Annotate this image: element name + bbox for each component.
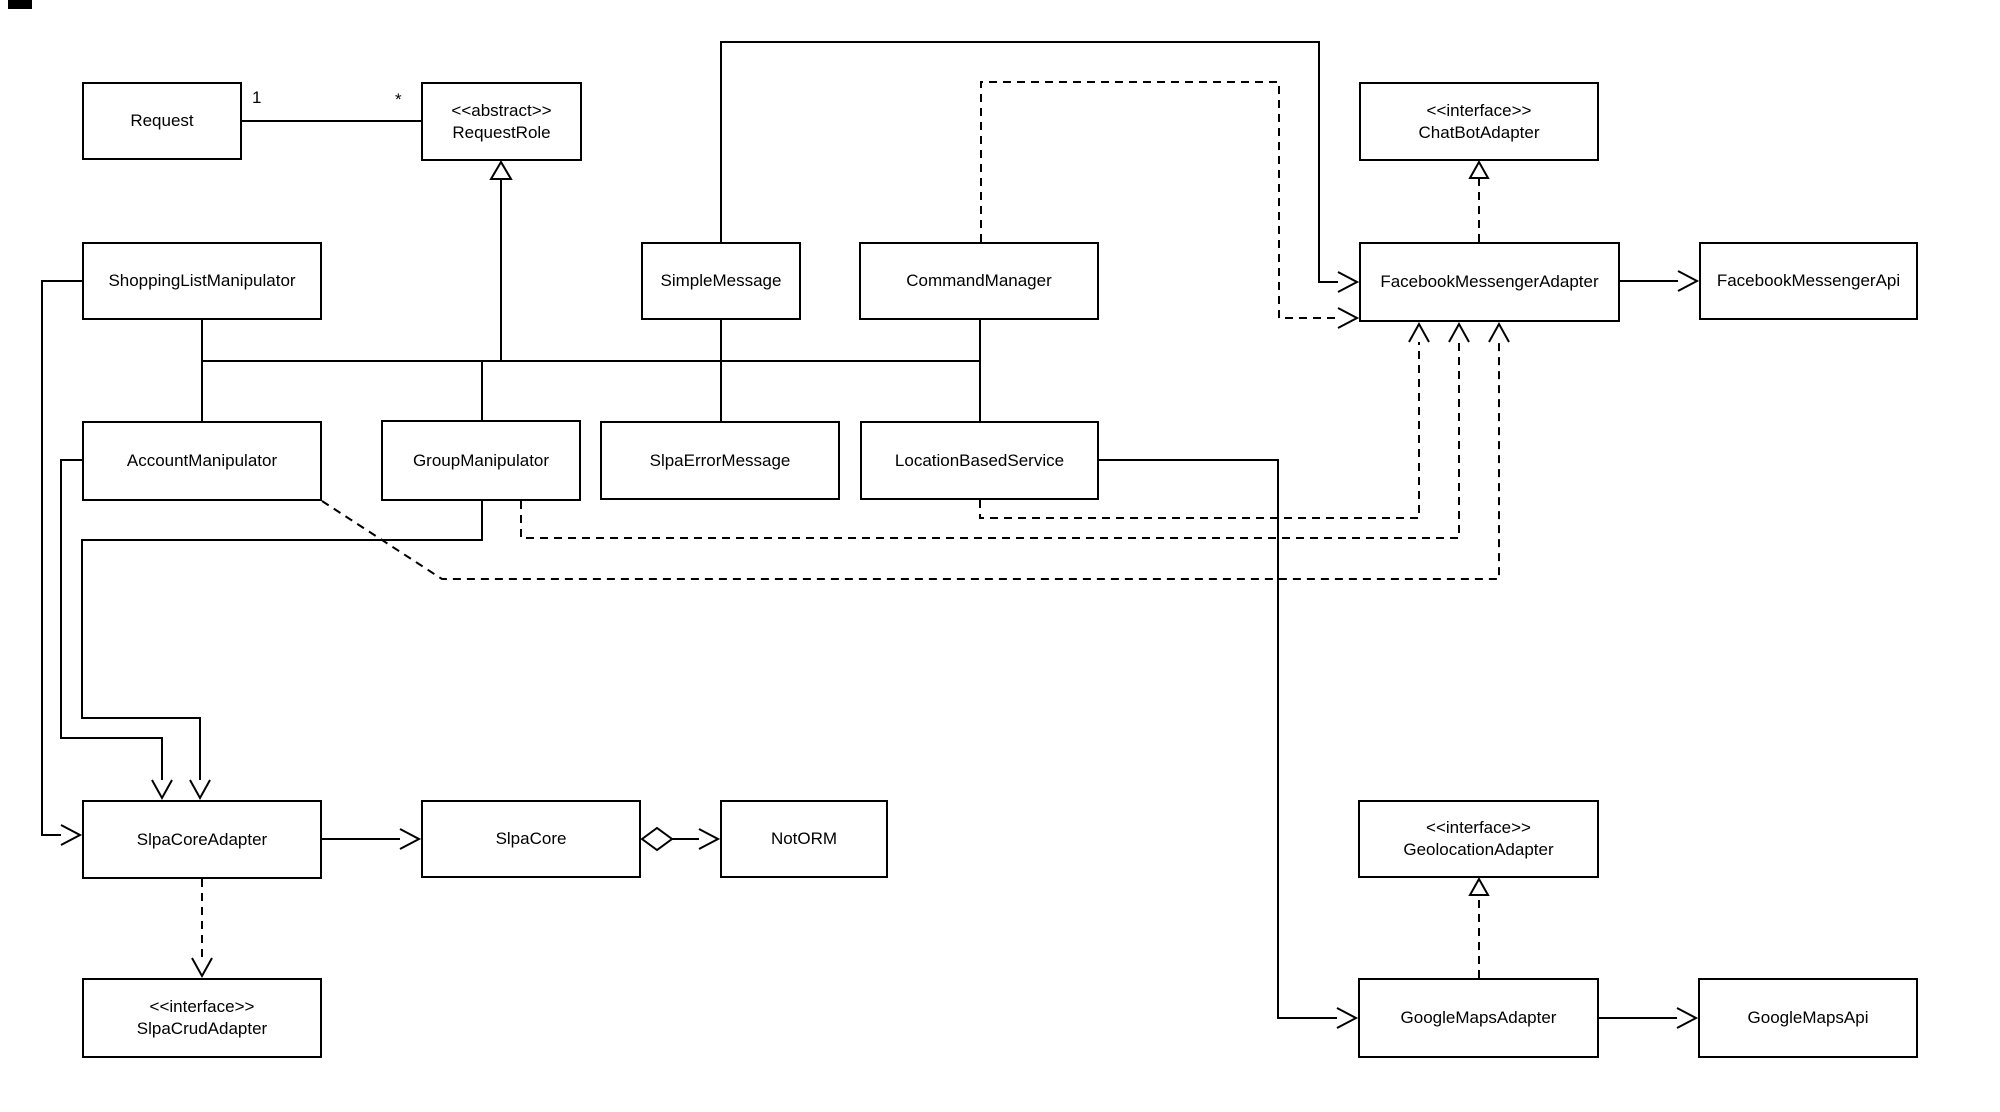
class-stereotype: <<interface>> <box>1426 818 1531 837</box>
arrowhead-icon <box>698 828 721 850</box>
multiplicity-one: 1 <box>252 88 262 107</box>
arrowhead-icon <box>151 779 173 801</box>
class-slpacore: SlpaCore <box>421 800 641 878</box>
class-googlemapsapi: GoogleMapsApi <box>1698 978 1918 1058</box>
edge-shoppinglist-slpacoreadapter <box>41 280 83 846</box>
class-facebookmessengeradapter: FacebookMessengerAdapter <box>1359 242 1620 322</box>
class-slpacrudadapter: <<interface>> SlpaCrudAdapter <box>82 978 322 1058</box>
class-stereotype: <<abstract>> <box>451 100 552 120</box>
edge-generalization-bus <box>201 160 981 421</box>
class-slpacoreadapter: SlpaCoreAdapter <box>82 800 322 879</box>
class-request: Request <box>82 82 242 160</box>
class-label: GroupManipulator <box>412 450 550 470</box>
multiplicity-many: * <box>395 90 402 109</box>
class-label: Request <box>130 111 194 130</box>
arrowhead-icon <box>60 824 83 846</box>
class-slpaerrormessage: SlpaErrorMessage <box>600 421 840 500</box>
class-label: GeolocationAdapter <box>1403 840 1554 859</box>
edge-slpacoreadapter-slpacrudadapter <box>191 879 213 979</box>
class-label: CommandManager <box>906 271 1052 290</box>
arrowhead-icon <box>1676 1007 1699 1029</box>
arrowhead-icon <box>1336 1007 1359 1029</box>
edge-googlemapsadapter-googlemapsapi <box>1599 1007 1699 1029</box>
arrowhead-icon <box>189 779 211 801</box>
arrowhead-icon <box>1408 321 1430 343</box>
arrowhead-icon <box>1337 307 1360 329</box>
class-accountmanipulator: AccountManipulator <box>82 421 322 501</box>
class-label: ShoppingListManipulator <box>108 271 296 290</box>
class-label: LocationBasedService <box>894 450 1065 470</box>
class-label: GoogleMapsApi <box>1747 1008 1869 1027</box>
edge-groupmanipulator-slpacoreadapter <box>81 501 483 801</box>
generalization-triangle-icon <box>489 160 513 180</box>
class-facebookmessengerapi: FacebookMessengerApi <box>1699 242 1918 320</box>
class-commandmanager: CommandManager <box>859 242 1099 320</box>
edge-fbadapter-fbapi <box>1620 270 1700 292</box>
edge-simplemessage-fbadapter <box>720 41 1360 293</box>
class-label: SlpaCore <box>495 829 567 848</box>
edge-locationservice-googlemapsadapter <box>1099 459 1359 1029</box>
class-label: AccountManipulator <box>126 451 278 470</box>
arrowhead-icon <box>399 828 422 850</box>
edge-commandmanager-fbadapter <box>980 81 1360 329</box>
class-label: SimpleMessage <box>660 271 782 290</box>
class-chatbotadapter: <<interface>> ChatBotAdapter <box>1359 82 1599 161</box>
class-geolocationadapter: <<interface>> GeolocationAdapter <box>1358 800 1599 878</box>
class-label: NotORM <box>770 829 838 848</box>
class-label: RequestRole <box>452 122 551 142</box>
arrowhead-icon <box>191 957 213 979</box>
realization-triangle-icon <box>1468 159 1490 179</box>
class-locationbasedservice: LocationBasedService <box>860 421 1099 500</box>
class-label: SlpaCrudAdapter <box>136 1019 268 1038</box>
class-requestrole: <<abstract>> RequestRole <box>421 82 582 161</box>
edge-slpacoreadapter-slpacore <box>322 828 422 850</box>
edge-googlemapsadapter-geolocationadapter <box>1468 876 1490 978</box>
class-groupmanipulator: GroupManipulator <box>381 420 581 501</box>
aggregation-diamond-icon <box>640 826 674 852</box>
edge-accountmanipulator-slpacoreadapter <box>60 459 173 801</box>
arrowhead-icon <box>1488 321 1510 343</box>
class-label: GoogleMapsAdapter <box>1400 1008 1557 1027</box>
class-stereotype: <<interface>> <box>1426 100 1532 120</box>
class-simplemessage: SimpleMessage <box>641 242 801 320</box>
arrowhead-icon <box>1448 321 1470 343</box>
class-stereotype: <<interface>> <box>149 997 255 1016</box>
edge-fbadapter-chatbotadapter <box>1468 159 1490 242</box>
edge-locationservice-fbadapter <box>979 321 1430 519</box>
realization-triangle-icon <box>1468 876 1490 896</box>
edge-groupmanipulator-fbadapter <box>520 321 1470 539</box>
class-label: SlpaCoreAdapter <box>136 829 268 849</box>
corner-artifact <box>8 0 32 9</box>
class-shoppinglistmanipulator: ShoppingListManipulator <box>82 242 322 320</box>
class-label: FacebookMessengerApi <box>1716 271 1901 290</box>
edge-slpacore-notorm <box>640 826 721 852</box>
class-label: FacebookMessengerAdapter <box>1380 272 1599 291</box>
class-label: ChatBotAdapter <box>1418 122 1540 142</box>
class-googlemapsadapter: GoogleMapsAdapter <box>1358 978 1599 1058</box>
arrowhead-icon <box>1677 270 1700 292</box>
class-label: SlpaErrorMessage <box>649 450 791 470</box>
arrowhead-icon <box>1337 271 1360 293</box>
class-notorm: NotORM <box>720 800 888 878</box>
